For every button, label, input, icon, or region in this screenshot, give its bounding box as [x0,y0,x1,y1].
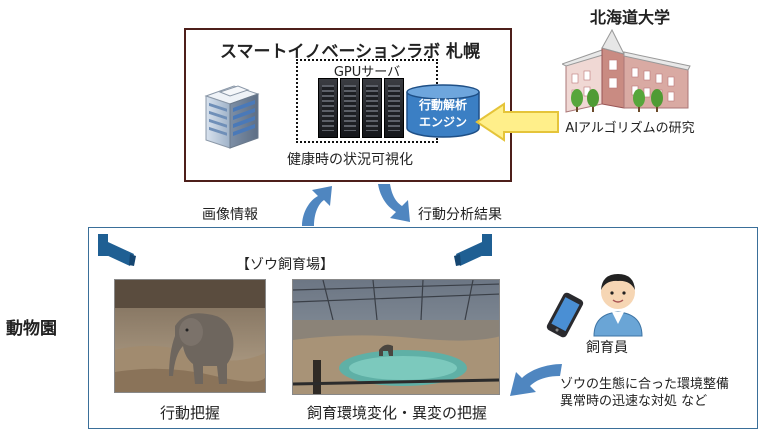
server-rack-icon [340,78,360,138]
research-arrow-icon [475,102,559,142]
lab-title: スマートイノベーションラボ 札幌 [219,42,481,62]
zookeeper-caption: 飼育員 [586,340,628,356]
zookeeper-note: ゾウの生態に合った環境整備 異常時の迅速な対処 など [560,377,730,409]
office-building-icon [204,85,260,149]
photo1-caption: 行動把握 [159,404,220,422]
photo2-caption: 飼育環境変化・異変の把握 [306,404,487,422]
camera-icon [454,234,492,266]
database-cylinder-icon [406,84,480,138]
server-rack-icon [362,78,382,138]
elephant-photo [114,279,266,393]
analysis-result-label: 行動分析結果 [418,207,502,223]
image-info-label: 画像情報 [202,207,258,223]
enclosure-label: 【ゾウ飼育場】 [236,257,334,273]
server-rack-icon [384,78,404,138]
elephant-image [115,280,265,392]
enclosure-image [293,280,499,394]
camera-icon [98,234,136,266]
university-caption: AIアルゴリズムの研究 [565,121,695,136]
feedback-arrow-icon [510,364,562,396]
download-arrow-icon [378,184,410,222]
smartphone-icon [546,292,584,338]
university-title: 北海道大学 [589,8,670,27]
university-building-icon [562,28,691,113]
enclosure-photo [292,279,500,395]
lab-caption: 健康時の状況可視化 [287,152,413,168]
upload-arrow-icon [302,186,332,226]
zookeeper-icon [593,274,643,337]
engine-label: 行動解析 エンジン [418,98,467,129]
gpu-server-label: GPUサーバ [333,65,401,80]
zoo-label: 動物園 [6,319,57,339]
server-rack-icon [318,78,338,138]
